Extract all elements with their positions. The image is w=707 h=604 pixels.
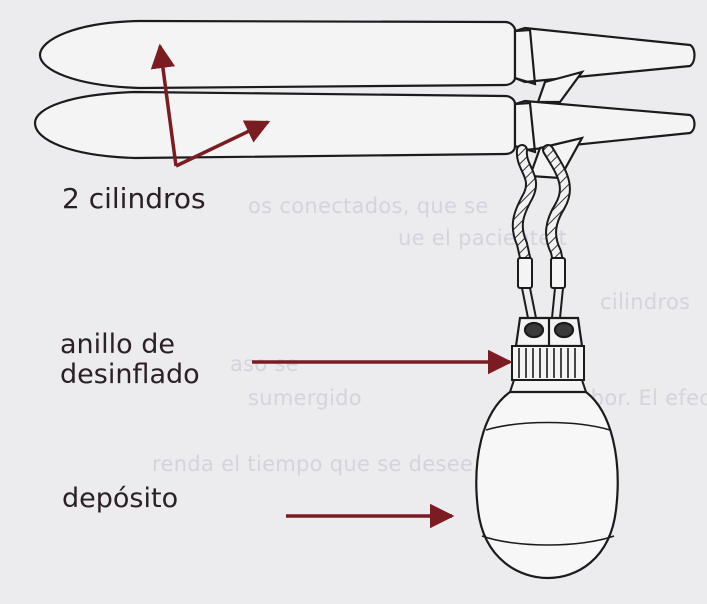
- background-text-line: aso se: [230, 352, 299, 376]
- background-text-line: cilindros: [600, 290, 691, 314]
- cylinders-arrow-upper: [150, 43, 178, 167]
- cylinders-label: 2 cilindros: [62, 182, 206, 215]
- deflation-ring-label: anillo de desinflado: [60, 330, 200, 390]
- background-text-line: renda el tiempo que se desee.: [152, 452, 481, 476]
- background-text-line: sumergido: [248, 386, 362, 410]
- deflation-ring-label-line2: desinflado: [60, 359, 200, 390]
- background-text-line: os conectados, que se: [248, 194, 489, 218]
- deflation-ring-label-line1: anillo de: [60, 329, 176, 360]
- cylinders-arrow-lower: [175, 120, 271, 168]
- deflation-ring: [508, 345, 588, 393]
- reservoir-label: depósito: [62, 483, 179, 514]
- valve-head: [514, 316, 584, 348]
- reservoir-bulb: [475, 390, 619, 580]
- braided-tubing: [511, 144, 571, 268]
- tube-connectors: [517, 257, 566, 319]
- upper-cylinder: [38, 19, 696, 104]
- lower-cylinder: [33, 90, 696, 180]
- arrows: [150, 43, 513, 529]
- background-text-line: ue el paciente t: [398, 226, 568, 250]
